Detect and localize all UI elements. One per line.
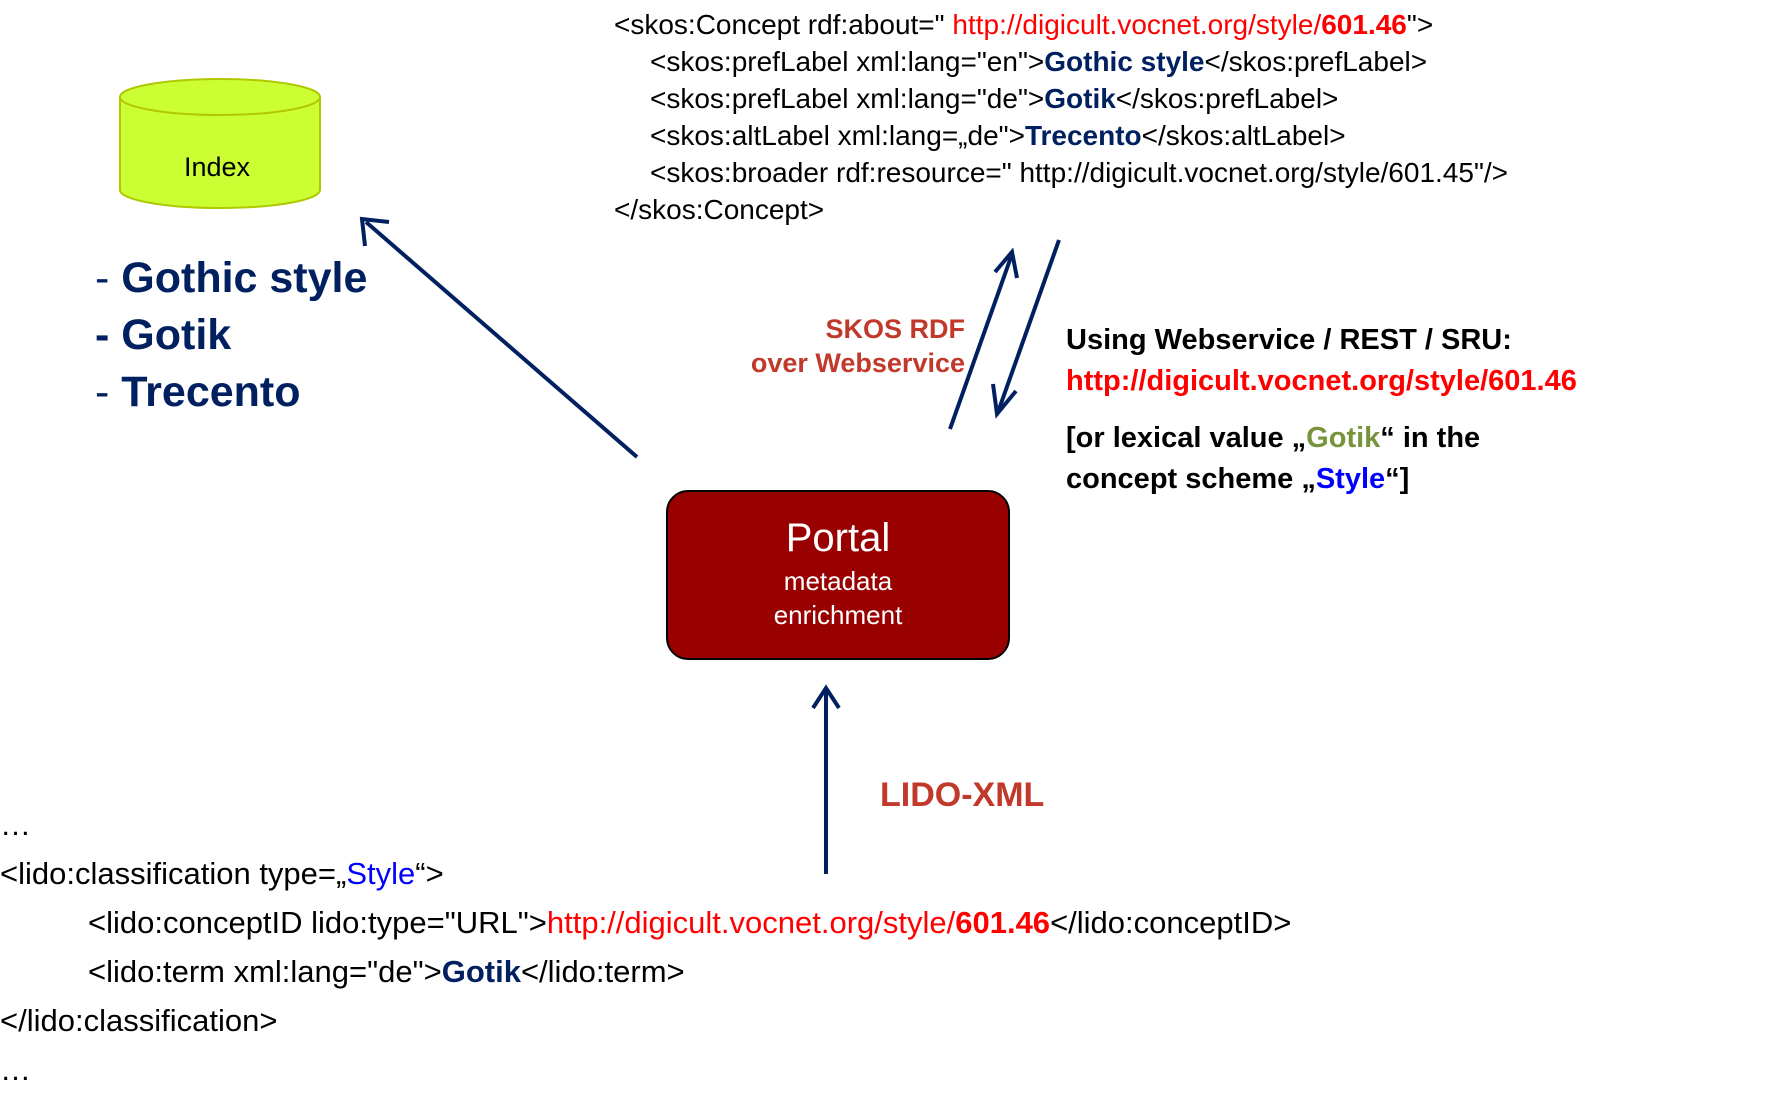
arrow-to-index	[359, 216, 639, 459]
webservice-text: Using Webservice / REST / SRU: http://di…	[1066, 320, 1577, 500]
arrow-to-skos	[948, 247, 1019, 430]
portal-subtitle-1: metadata	[783, 566, 893, 596]
index-label: Index	[184, 152, 251, 182]
term-item: - Trecento	[95, 368, 301, 416]
skos-line-5: <skos:broader rdf:resource=" http://digi…	[650, 157, 1509, 188]
portal-box: Portal metadata enrichment	[666, 490, 1010, 660]
skos-line-4: <skos:altLabel xml:lang=„de">Trecento</s…	[650, 120, 1346, 151]
portal-subtitle-2: enrichment	[773, 600, 903, 630]
lido-xml-label: LIDO-XML	[880, 776, 1045, 814]
term-item: - Gotik	[95, 311, 232, 359]
lido-ellipsis-bottom: …	[0, 1052, 31, 1087]
lido-line-4: </lido:classification>	[0, 1003, 278, 1038]
skos-code-block: <skos:Concept rdf:about=" http://digicul…	[614, 6, 1508, 228]
skos-line-2: <skos:prefLabel xml:lang="en">Gothic sty…	[650, 46, 1428, 77]
arrow-lido-to-portal	[811, 684, 841, 874]
skos-line-1: <skos:Concept rdf:about=" http://digicul…	[614, 9, 1434, 40]
portal-title: Portal	[785, 516, 891, 560]
scheme-line: concept scheme „Style“]	[1066, 463, 1410, 495]
lido-line-1: <lido:classification type=„Style“>	[0, 856, 444, 891]
arrow-from-skos	[991, 239, 1061, 419]
lido-line-2: <lido:conceptID lido:type="URL">http://d…	[88, 905, 1292, 940]
skos-line-3: <skos:prefLabel xml:lang="de">Gotik</sko…	[650, 83, 1339, 114]
lexical-line: [or lexical value „Gotik“ in the	[1066, 422, 1481, 454]
lido-code-block: … <lido:classification type=„Style“> <li…	[0, 800, 1291, 1094]
lido-line-3: <lido:term xml:lang="de">Gotik</lido:ter…	[88, 954, 685, 989]
skos-rdf-label: SKOS RDF over Webservice	[725, 312, 965, 380]
lido-ellipsis-top: …	[0, 807, 31, 842]
webservice-line-1: Using Webservice / REST / SRU:	[1066, 324, 1512, 356]
skos-rdf-label-line-2: over Webservice	[750, 348, 965, 378]
skos-rdf-label-line-1: SKOS RDF	[825, 314, 965, 344]
webservice-url: http://digicult.vocnet.org/style/601.46	[1066, 365, 1577, 397]
term-item: - Gothic style	[95, 254, 368, 302]
term-list: - Gothic style - Gotik - Trecento	[95, 250, 367, 421]
skos-line-6: </skos:Concept>	[614, 194, 825, 225]
